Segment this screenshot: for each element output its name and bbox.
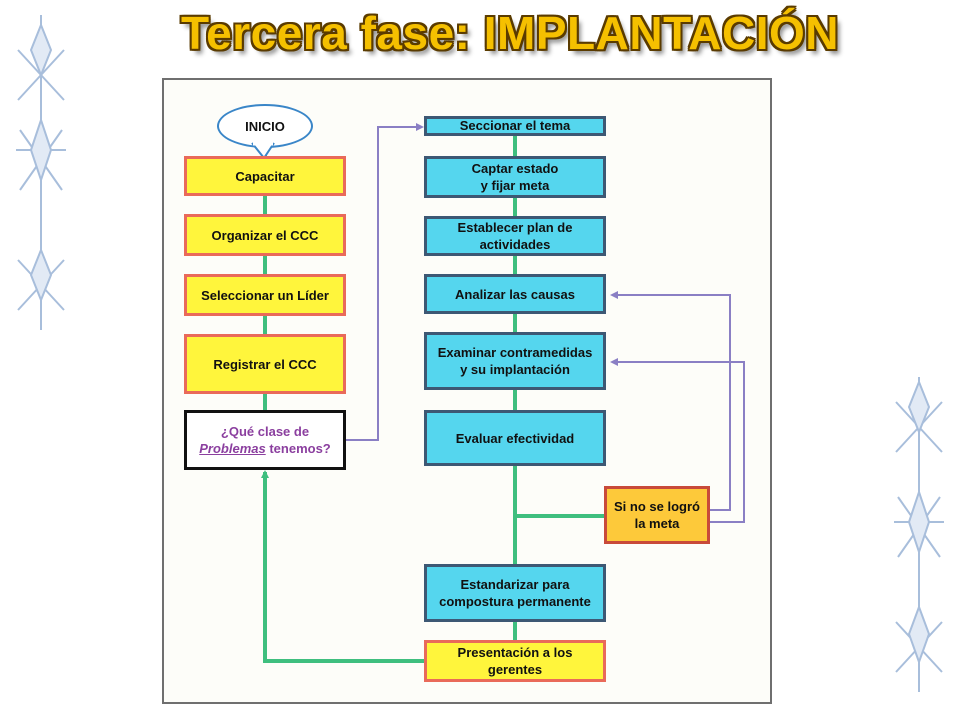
slide-title: Tercera fase: IMPLANTACIÓN: [181, 7, 839, 59]
step-analizar-causas: Analizar las causas: [424, 274, 606, 314]
left-ornament: [16, 15, 66, 330]
question-prefix: ¿Qué clase de: [220, 424, 310, 439]
step-organizar-ccc: Organizar el CCC: [184, 214, 346, 256]
loop-to-analyze: [610, 291, 731, 511]
right-ornament: [894, 377, 944, 692]
step-registrar-ccc: Registrar el CCC: [184, 334, 346, 394]
step-examinar-contramedidas: Examinar contramedidas y su implantación: [424, 332, 606, 390]
step-evaluar-efectividad: Evaluar efectividad: [424, 410, 606, 466]
step-estandarizar: Estandarizar para compostura permanente: [424, 564, 606, 622]
connector-question-to-topic: [346, 123, 424, 441]
step-capacitar: Capacitar: [184, 156, 346, 196]
step-seleccionar-lider: Seleccionar un Líder: [184, 274, 346, 316]
step-establecer-plan: Establecer plan de actividades: [424, 216, 606, 256]
failure-box: Si no se logró la meta: [604, 486, 710, 544]
step-captar-estado: Captar estado y fijar meta: [424, 156, 606, 198]
question-emphasis: Problemas: [199, 441, 266, 456]
step-presentacion-gerentes: Presentación a los gerentes: [424, 640, 606, 682]
step-seccionar-tema: Seccionar el tema: [424, 116, 606, 136]
loop-to-examine: [610, 358, 745, 523]
question-box: ¿Qué clase de Problemas tenemos?: [184, 410, 346, 470]
connector-return-loop: [261, 470, 424, 663]
question-suffix: tenemos?: [269, 441, 331, 456]
